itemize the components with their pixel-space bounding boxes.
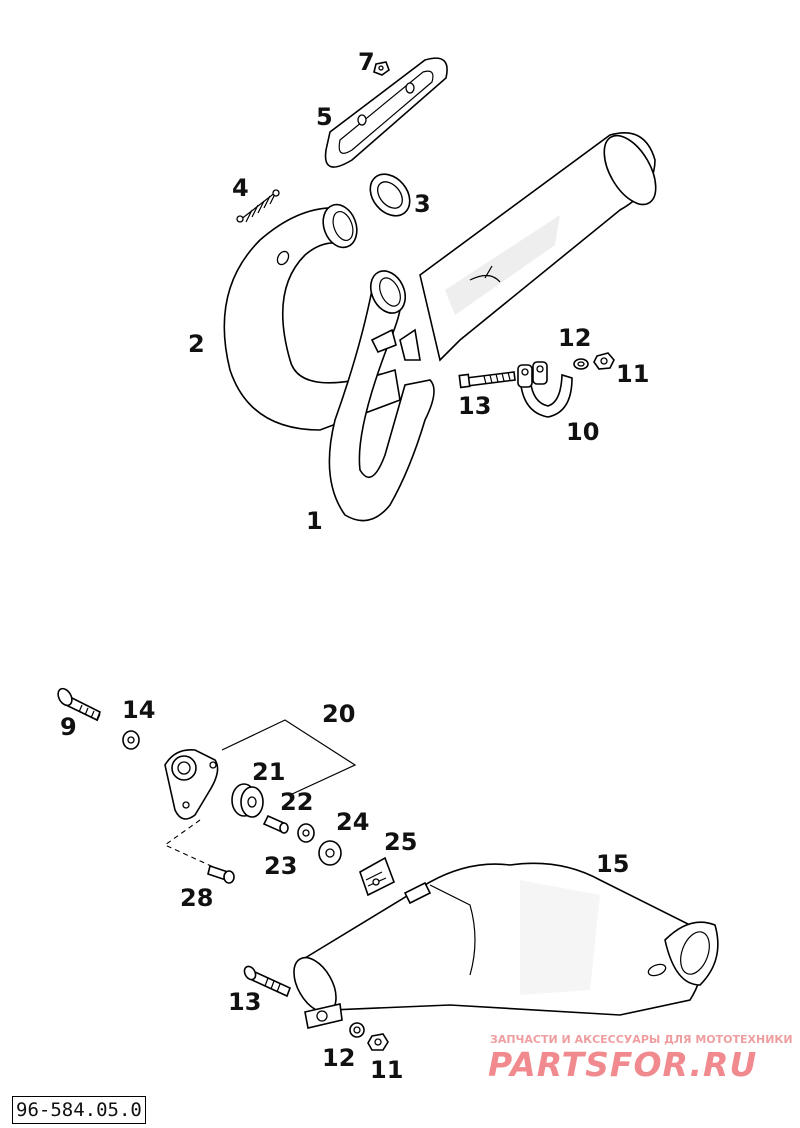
gasket-plate-part-5 (324, 57, 448, 168)
callout-15: 15 (596, 850, 629, 878)
washer-part-12-bottom (349, 1022, 365, 1038)
spring-part-4 (236, 189, 280, 223)
callout-21: 21 (252, 758, 285, 786)
bolt-part-9 (57, 687, 102, 722)
washer-part-12-top (573, 358, 589, 370)
callout-25: 25 (384, 828, 417, 856)
nut-part-7 (373, 61, 390, 76)
callout-3: 3 (414, 190, 431, 218)
callout-4: 4 (232, 174, 249, 202)
callout-12-bottom: 12 (322, 1044, 355, 1072)
callout-14: 14 (122, 696, 155, 724)
callout-12-top: 12 (558, 324, 591, 352)
callout-2: 2 (188, 330, 205, 358)
callout-10: 10 (566, 418, 599, 446)
callout-20: 20 (322, 700, 355, 728)
watermark-brand: PARTSFOR.RU (488, 1045, 757, 1084)
callout-24: 24 (336, 808, 369, 836)
callout-28: 28 (180, 884, 213, 912)
exhaust-pipe-part-1 (328, 131, 657, 522)
bolt-part-13-top (458, 371, 516, 389)
callout-22: 22 (280, 788, 313, 816)
washer-part-14 (122, 730, 140, 750)
callout-1: 1 (306, 507, 323, 535)
diagram-id-label: 96-584.05.0 (12, 1096, 146, 1124)
callout-9: 9 (60, 713, 77, 741)
callout-11-top: 11 (616, 360, 649, 388)
callout-13-top: 13 (458, 392, 491, 420)
callout-7: 7 (358, 48, 375, 76)
header-pipe-part-2 (223, 203, 401, 431)
watermark-tagline: ЗАПЧАСТИ И АКСЕССУАРЫ ДЛЯ МОТОТЕХНИКИ (490, 1033, 793, 1046)
bracket-part-20 (163, 719, 357, 871)
nut-part-11-top (593, 352, 615, 370)
nut-part-11-bottom (367, 1033, 389, 1051)
rubber-washer-part-24 (318, 840, 342, 866)
sleeve-part-22 (262, 814, 289, 834)
watermark: ЗАПЧАСТИ И АКСЕССУАРЫ ДЛЯ МОТОТЕХНИКИ PA… (488, 1033, 793, 1084)
callout-5: 5 (316, 103, 333, 131)
bolt-part-13-bottom (243, 965, 292, 998)
callout-11-bottom: 11 (370, 1056, 403, 1084)
callout-13-bottom: 13 (228, 988, 261, 1016)
silencer-part-15 (293, 862, 719, 1029)
seal-ring-part-3 (369, 173, 411, 217)
washer-part-23 (297, 823, 315, 843)
bushing-part-21 (231, 783, 264, 818)
clamp-part-10 (517, 361, 573, 418)
clip-nut-part-25 (359, 856, 396, 897)
callout-23: 23 (264, 852, 297, 880)
bolt-part-28 (207, 864, 235, 884)
